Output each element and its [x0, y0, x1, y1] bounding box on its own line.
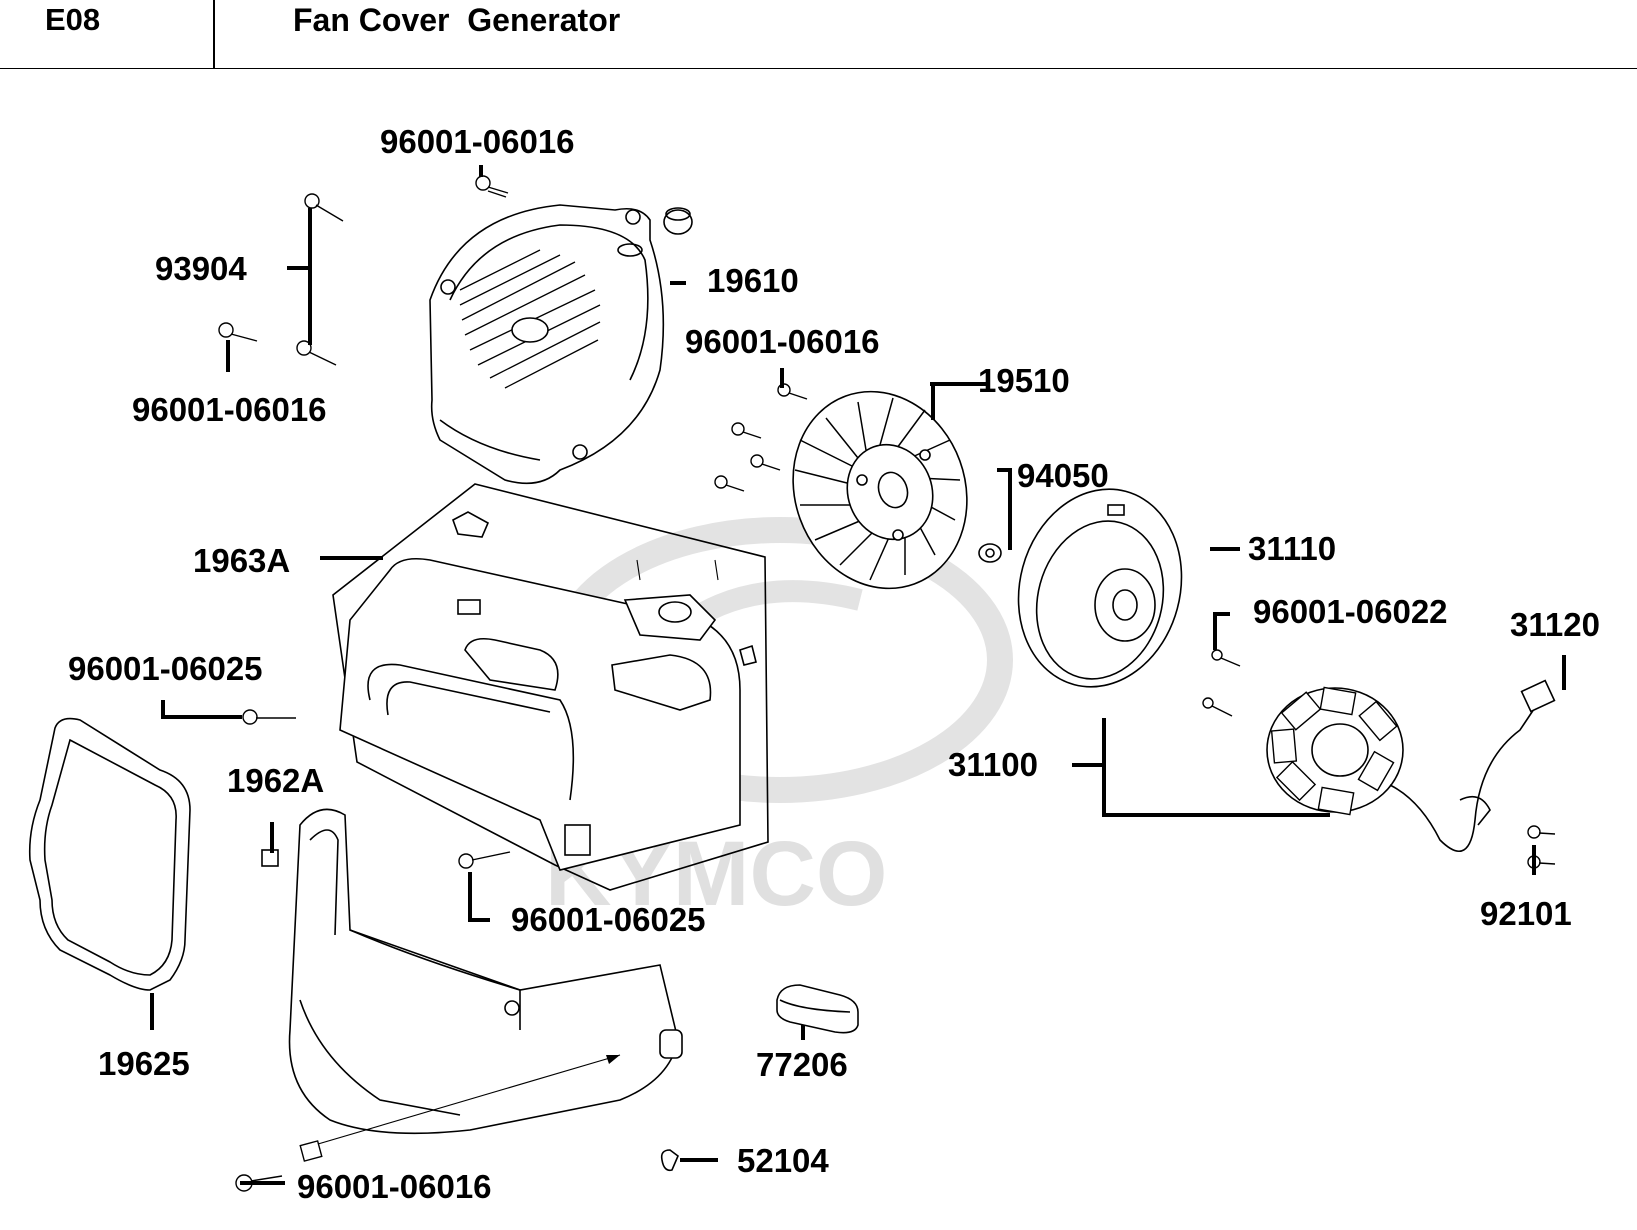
callout-label: 96001-06025	[511, 901, 706, 938]
callout-label: 94050	[1017, 457, 1109, 494]
callout-label: 52104	[737, 1142, 829, 1179]
diagram-code: E08	[45, 2, 101, 37]
callout-label: 96001-06016	[132, 391, 327, 428]
callout-label: 19510	[978, 362, 1070, 399]
shroud-part	[332, 483, 769, 891]
callout-label: 96001-06016	[297, 1168, 492, 1205]
callout-label: 96001-06025	[68, 650, 263, 687]
leader-lines	[150, 165, 1566, 1185]
callout-label: 19610	[707, 262, 799, 299]
page-header: E08 Fan Cover Generator	[0, 0, 1637, 69]
lower-shroud-part	[261, 808, 683, 1145]
bolt-parts	[218, 175, 1556, 1192]
cooling-fan-part	[792, 390, 968, 590]
diagram-title: Fan Cover Generator	[293, 2, 621, 38]
rubber-cap-part	[776, 984, 859, 1034]
callout-label: 96001-06022	[1253, 593, 1448, 630]
callout-label: 31100	[948, 746, 1038, 783]
callout-label: 92101	[1480, 895, 1572, 932]
callout-label: 1962A	[227, 762, 324, 799]
grommet-part	[663, 207, 693, 235]
callout-label: 96001-06016	[685, 323, 880, 360]
callout-label: 96001-06016	[380, 123, 575, 160]
callout-label: 77206	[756, 1046, 848, 1083]
header-divider	[213, 0, 215, 68]
callout-label: 93904	[155, 250, 247, 287]
clamp-part	[660, 1149, 679, 1172]
callout-label: 19625	[98, 1045, 190, 1082]
stator-part	[1266, 679, 1556, 852]
nut-part	[978, 543, 1002, 563]
fan-cover-part	[429, 204, 665, 485]
flywheel-part	[1017, 488, 1183, 688]
callout-label: 31120	[1510, 606, 1600, 643]
callout-label: 1963A	[193, 542, 290, 579]
callout-label: 31110	[1248, 530, 1336, 567]
gasket-part	[28, 717, 191, 991]
